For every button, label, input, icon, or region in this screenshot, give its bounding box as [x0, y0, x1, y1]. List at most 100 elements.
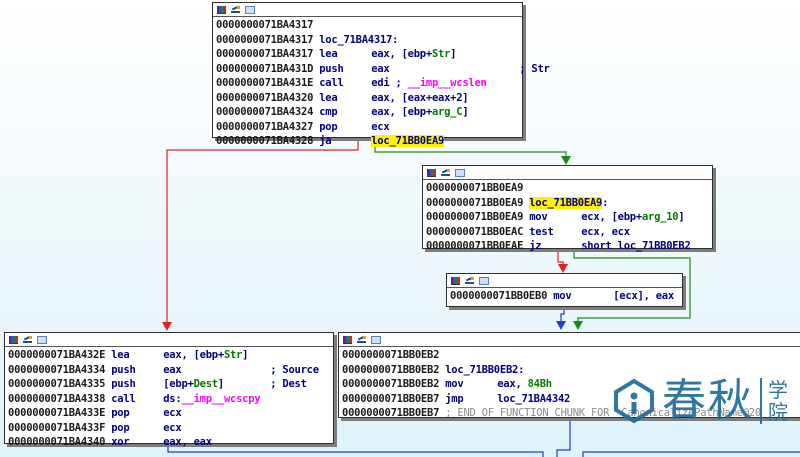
address: 0000000071BA4327	[216, 120, 314, 133]
mnemonic: push	[111, 378, 136, 390]
comment: ; Str	[519, 62, 550, 75]
address: 0000000071BB0EA9	[426, 211, 524, 223]
mnemonic: call	[319, 77, 344, 89]
group-nodes-icon[interactable]	[371, 335, 381, 344]
operand: edi ;	[371, 77, 408, 89]
address: 0000000071BA4317	[216, 48, 314, 60]
edge-b-to-e	[573, 248, 691, 323]
group-nodes-icon[interactable]	[37, 335, 47, 344]
operand[interactable]: short loc_71BB0EB2	[581, 240, 691, 252]
asm-line[interactable]: 0000000071BB0EA9	[426, 181, 709, 196]
graph-color-icon[interactable]	[9, 335, 18, 344]
block-header	[447, 274, 682, 288]
mnemonic: mov	[529, 211, 548, 223]
graph-color-icon[interactable]	[427, 168, 436, 177]
asm-line[interactable]: 0000000071BA4328 ja loc_71BB0EA9	[216, 134, 519, 149]
asm-line[interactable]: 0000000071BB0EB7 ; END OF FUNCTION CHUNK…	[342, 406, 800, 418]
graph-color-icon[interactable]	[451, 276, 460, 285]
jump-target[interactable]: loc_71BA4342	[497, 392, 571, 405]
block-header	[339, 333, 800, 347]
graph-color-icon[interactable]	[217, 5, 226, 14]
mnemonic: pop	[111, 407, 130, 419]
stack-var[interactable]: Str	[431, 48, 451, 60]
asm-line[interactable]: 0000000071BA4335 push[ebp+Dest]; Dest	[8, 377, 330, 392]
rename-edit-icon[interactable]	[231, 6, 240, 13]
asm-line[interactable]: 0000000071BB0EB0 mov[ecx], eax	[450, 289, 679, 304]
mnemonic: ja	[319, 135, 332, 147]
code-block-71bb0eb0[interactable]: 0000000071BB0EB0 mov[ecx], eax	[446, 273, 683, 307]
operand: ecx	[371, 120, 390, 133]
rename-edit-icon[interactable]	[441, 169, 450, 176]
asm-line[interactable]: 0000000071BB0EB2	[342, 348, 800, 363]
stack-var[interactable]: Str	[223, 349, 243, 361]
mnemonic: push	[111, 363, 136, 376]
stack-var[interactable]: arg_10	[641, 211, 679, 223]
rename-edit-icon[interactable]	[465, 277, 474, 284]
code-block-loc-71bb0eb2[interactable]: 0000000071BB0EB2 0000000071BB0EB2 loc_71…	[338, 332, 800, 418]
operand: ]	[450, 48, 457, 60]
block-header	[423, 166, 712, 180]
operand: eax, [eax+eax+2]	[371, 91, 469, 104]
asm-line[interactable]: 0000000071BB0EB2 loc_71BB0EB2:	[342, 363, 800, 378]
group-nodes-icon[interactable]	[455, 168, 465, 177]
import-name[interactable]: __imp__wcscpy	[181, 392, 261, 405]
jump-target-highlighted[interactable]: loc_71BB0EA9	[371, 135, 445, 147]
comment: ; Dest	[270, 378, 307, 390]
edge-e-out	[556, 417, 571, 457]
block-header	[5, 333, 333, 347]
operand: [ebp+	[163, 378, 194, 390]
operand: ]	[242, 349, 249, 361]
mnemonic: call	[111, 392, 136, 405]
label[interactable]: loc_71BB0EB2:	[445, 363, 525, 376]
mnemonic: pop	[111, 421, 130, 434]
operand: ecx	[163, 407, 182, 419]
address: 0000000071BA4338	[8, 392, 106, 405]
asm-line[interactable]: 0000000071BA4317 loc_71BA4317:	[216, 33, 519, 48]
asm-line[interactable]: 0000000071BA4317	[216, 18, 519, 33]
group-nodes-icon[interactable]	[245, 5, 255, 14]
mnemonic: mov	[445, 378, 464, 390]
operand: eax,	[497, 378, 528, 390]
import-name[interactable]: __imp__wcslen	[407, 77, 487, 89]
label[interactable]: loc_71BA4317:	[319, 33, 399, 46]
group-nodes-icon[interactable]	[479, 276, 489, 285]
code-block-loc-71ba4317[interactable]: 0000000071BA4317 0000000071BA4317 loc_71…	[212, 2, 550, 147]
rename-edit-icon[interactable]	[357, 336, 366, 343]
stack-var[interactable]: arg_C	[431, 106, 463, 118]
arrow-b-to-e	[573, 321, 583, 330]
stack-var[interactable]: Dest	[193, 378, 219, 390]
operand: eax	[163, 363, 182, 376]
edge-d-out	[167, 443, 544, 457]
mnemonic: lea	[111, 349, 130, 361]
code-block-loc-71bb0ea9[interactable]: 0000000071BB0EA9 0000000071BB0EA9 loc_71…	[422, 165, 713, 252]
address: 0000000071BB0EB7	[342, 407, 440, 418]
rename-edit-icon[interactable]	[23, 336, 32, 343]
immediate-value: 84Bh	[527, 378, 553, 390]
label-highlighted[interactable]: loc_71BB0EA9	[529, 196, 603, 209]
mnemonic: test	[529, 225, 554, 238]
operand: ]	[217, 378, 224, 390]
operand: ecx, [ebp+	[581, 211, 642, 223]
address: 0000000071BA4328	[216, 135, 314, 147]
graph-color-icon[interactable]	[343, 335, 352, 344]
operand: ecx	[163, 421, 182, 434]
asm-line[interactable]: 0000000071BB0EA9 loc_71BB0EA9:	[426, 196, 709, 211]
